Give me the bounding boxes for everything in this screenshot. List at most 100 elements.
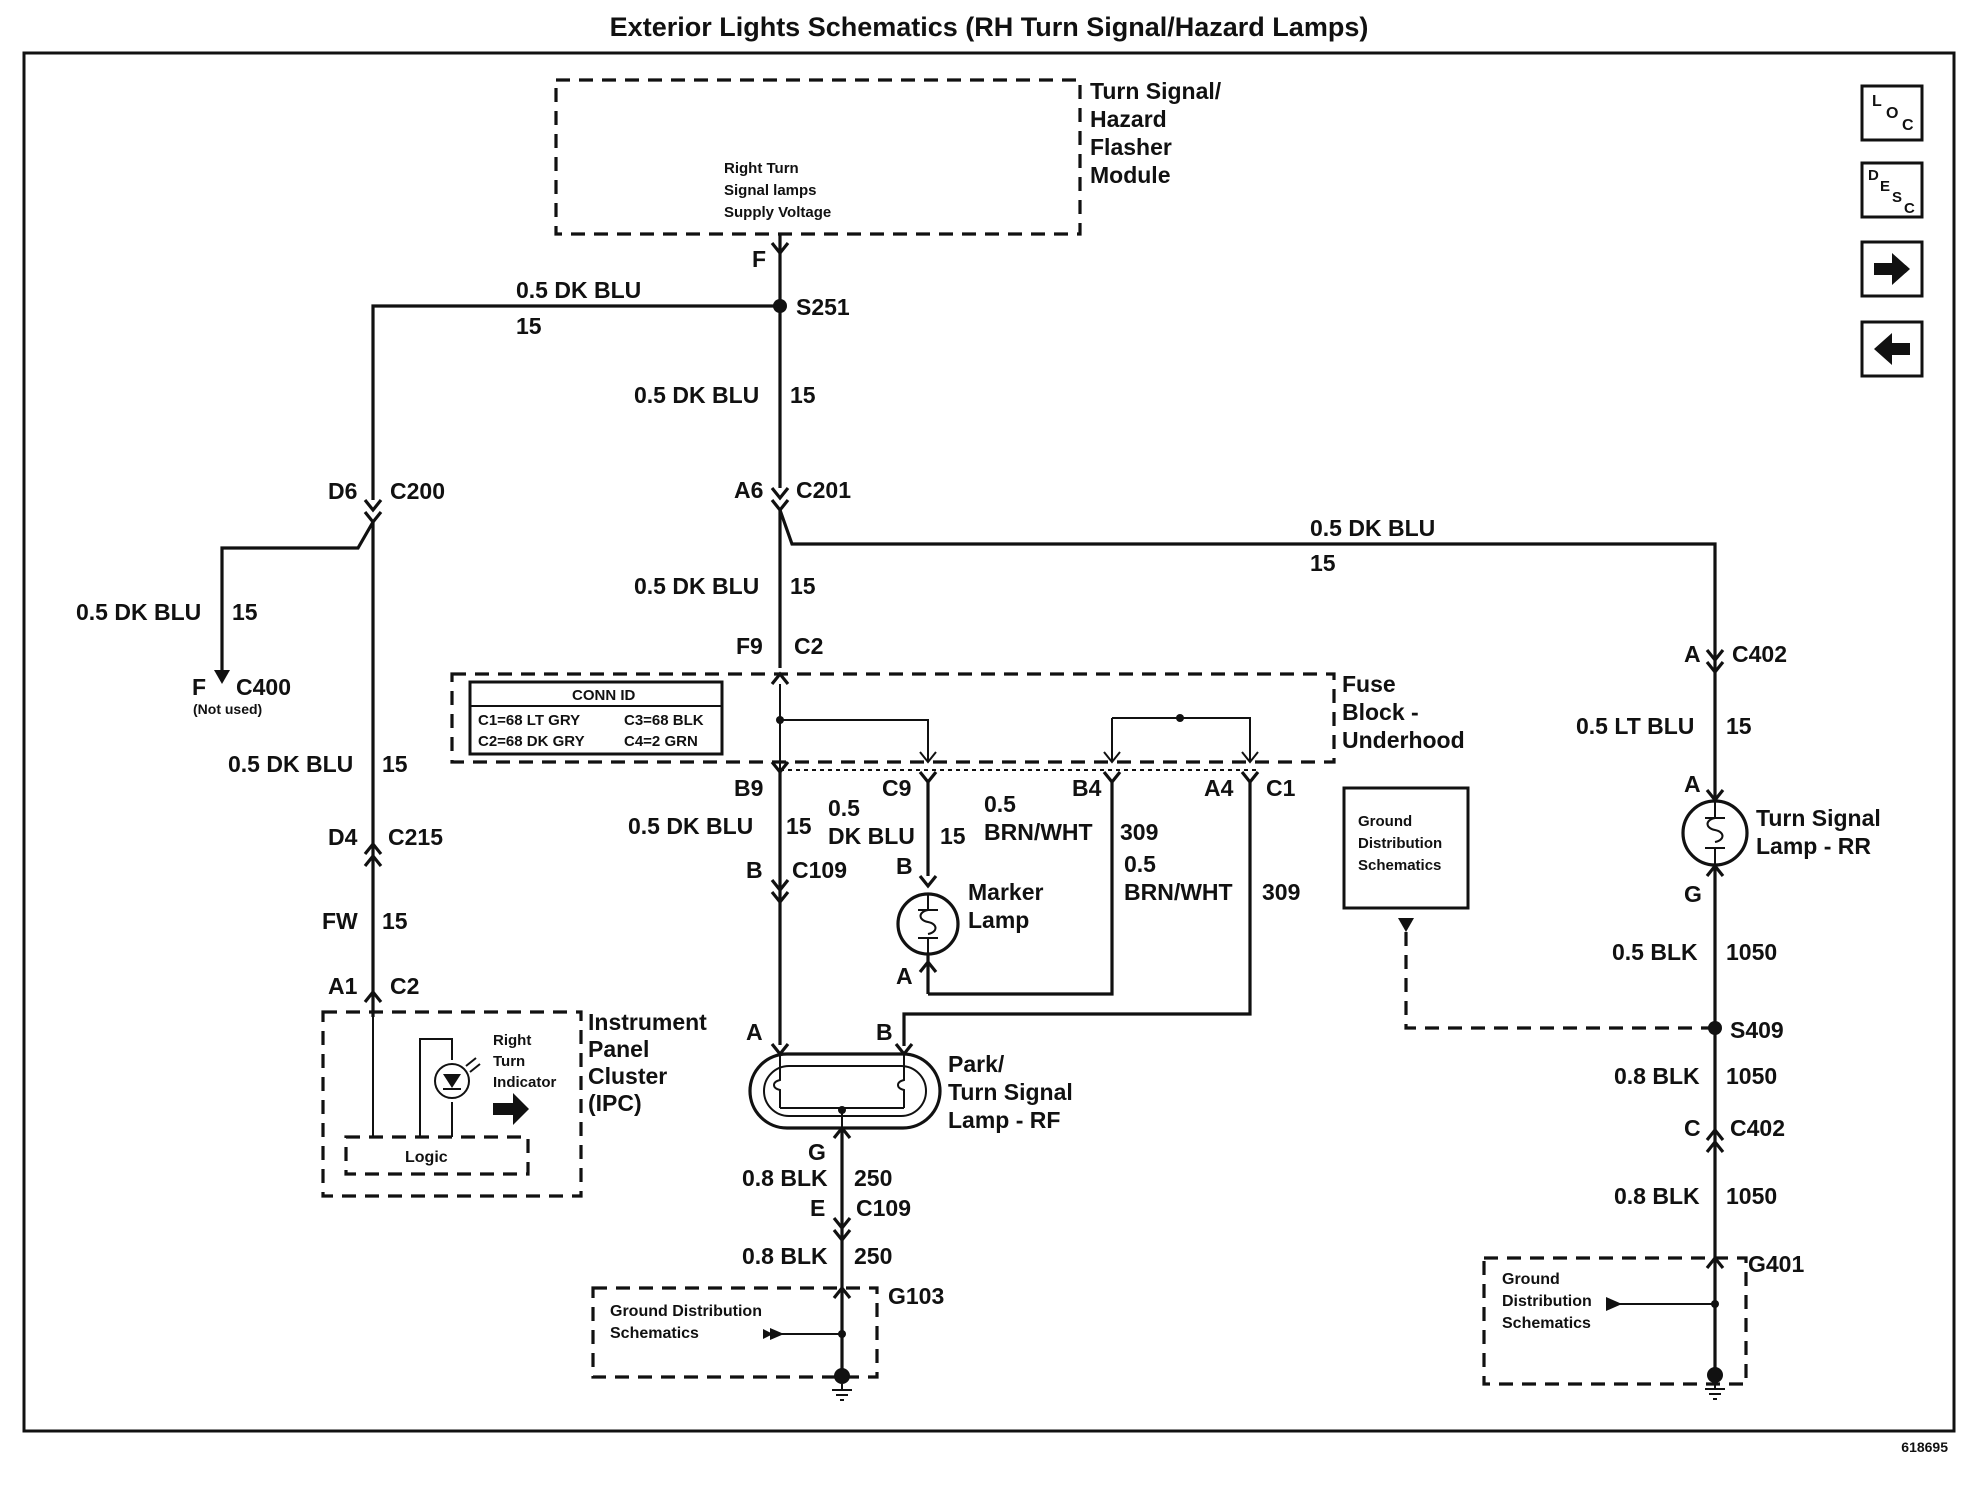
marker-lamp: Marker Lamp A — [896, 782, 1114, 996]
wire-top-left: 0.5 DK BLU 15 — [371, 277, 780, 500]
arrow-left-icon — [1874, 333, 1910, 365]
svg-text:B9: B9 — [734, 775, 763, 801]
svg-text:Schematics: Schematics — [1502, 1315, 1591, 1332]
svg-text:G: G — [1684, 881, 1702, 907]
svg-text:B: B — [876, 1019, 893, 1045]
svg-text:15: 15 — [790, 382, 816, 408]
svg-text:Distribution: Distribution — [1358, 835, 1442, 852]
svg-text:C: C — [1684, 1115, 1701, 1141]
svg-text:Right Turn: Right Turn — [724, 160, 799, 177]
ground-symbol-icon — [1707, 1367, 1723, 1383]
svg-text:A: A — [1684, 641, 1701, 667]
svg-text:F: F — [192, 674, 206, 700]
svg-text:0.5 DK BLU: 0.5 DK BLU — [628, 813, 753, 839]
svg-text:0.5 DK BLU: 0.5 DK BLU — [76, 599, 201, 625]
svg-text:15: 15 — [1726, 713, 1752, 739]
svg-text:15: 15 — [382, 751, 408, 777]
svg-text:Supply Voltage: Supply Voltage — [724, 204, 831, 221]
svg-text:309: 309 — [1262, 879, 1300, 905]
svg-text:Right: Right — [493, 1032, 531, 1049]
instrument-panel-cluster: Logic Right Turn Indicator Instrument Pa… — [321, 1009, 707, 1198]
svg-text:Instrument: Instrument — [588, 1009, 707, 1035]
svg-text:15: 15 — [516, 313, 542, 339]
svg-text:Panel: Panel — [588, 1036, 649, 1062]
svg-text:FW: FW — [322, 908, 358, 934]
svg-text:309: 309 — [1120, 819, 1158, 845]
svg-text:Indicator: Indicator — [493, 1074, 557, 1091]
svg-text:C109: C109 — [792, 857, 847, 883]
svg-text:S409: S409 — [1730, 1017, 1784, 1043]
svg-text:Signal lamps: Signal lamps — [724, 182, 817, 199]
svg-text:C1=68 LT GRY: C1=68 LT GRY — [478, 712, 580, 729]
svg-text:Hazard: Hazard — [1090, 106, 1167, 132]
svg-text:C201: C201 — [796, 477, 851, 503]
svg-text:C: C — [1902, 117, 1914, 134]
desc-button[interactable]: D E S C — [1860, 161, 1924, 219]
svg-text:A: A — [896, 963, 913, 989]
svg-text:BRN/WHT: BRN/WHT — [1124, 879, 1233, 905]
svg-text:Turn Signal: Turn Signal — [948, 1079, 1073, 1105]
svg-text:15: 15 — [940, 823, 966, 849]
svg-text:A4: A4 — [1204, 775, 1234, 801]
svg-text:0.5: 0.5 — [1124, 851, 1156, 877]
svg-text:C200: C200 — [390, 478, 445, 504]
svg-text:C2: C2 — [794, 633, 823, 659]
svg-text:Turn: Turn — [493, 1053, 525, 1070]
svg-text:A: A — [1684, 771, 1701, 797]
back-button[interactable] — [1860, 320, 1924, 378]
svg-text:0.5 BLK: 0.5 BLK — [1612, 939, 1698, 965]
ground-distribution-center: Ground Distribution Schematics — [1342, 786, 1715, 1030]
svg-text:C9: C9 — [882, 775, 911, 801]
svg-text:C2: C2 — [390, 973, 419, 999]
svg-text:0.5: 0.5 — [828, 795, 860, 821]
diagram-frame — [22, 51, 1956, 1433]
svg-text:S: S — [1892, 189, 1902, 206]
ground-distribution-g103: Ground Distribution Schematics G103 — [591, 1283, 944, 1401]
wire-rr-branch: A C402 0.5 LT BLU 15 A — [1576, 641, 1787, 803]
svg-text:C215: C215 — [388, 824, 443, 850]
loc-button[interactable]: L O C — [1860, 84, 1924, 142]
wire-a4: 0.5 BRN/WHT 309 B — [876, 782, 1300, 1057]
svg-text:Logic: Logic — [405, 1149, 448, 1166]
right-turn-arrow-icon — [493, 1093, 529, 1125]
svg-text:BRN/WHT: BRN/WHT — [984, 819, 1093, 845]
svg-text:A6: A6 — [734, 477, 763, 503]
svg-text:0.5 DK BLU: 0.5 DK BLU — [516, 277, 641, 303]
svg-text:Ground: Ground — [1358, 813, 1412, 830]
svg-text:O: O — [1886, 105, 1898, 122]
svg-text:C4=2 GRN: C4=2 GRN — [624, 733, 698, 750]
svg-text:G401: G401 — [1748, 1251, 1804, 1277]
next-button[interactable] — [1860, 240, 1924, 298]
svg-text:Distribution: Distribution — [1502, 1293, 1592, 1310]
svg-text:250: 250 — [854, 1243, 892, 1269]
indicator-bulb-icon — [434, 1063, 470, 1099]
page-title: Exterior Lights Schematics (RH Turn Sign… — [610, 12, 1369, 42]
park-turn-signal-lamp-rf: Park/ Turn Signal Lamp - RF — [748, 1051, 1073, 1133]
svg-text:15: 15 — [382, 908, 408, 934]
svg-text:Lamp - RR: Lamp - RR — [1756, 833, 1871, 859]
svg-text:G: G — [808, 1139, 826, 1165]
fuse-block-underhood: F9 C2 CONN ID C1=68 LT GRY C3=68 BLK C2=… — [450, 633, 1465, 771]
svg-text:S251: S251 — [796, 294, 850, 320]
svg-text:D: D — [1868, 167, 1879, 184]
svg-text:Block -: Block - — [1342, 699, 1419, 725]
svg-text:0.8 BLK: 0.8 BLK — [1614, 1063, 1700, 1089]
svg-text:1050: 1050 — [1726, 939, 1777, 965]
svg-text:F: F — [752, 246, 766, 272]
svg-text:Lamp: Lamp — [968, 907, 1029, 933]
svg-text:Turn Signal/: Turn Signal/ — [1090, 78, 1222, 104]
svg-text:250: 250 — [854, 1165, 892, 1191]
svg-text:0.5 DK BLU: 0.5 DK BLU — [1310, 515, 1435, 541]
arrow-right-icon — [1874, 253, 1910, 285]
flasher-module: Right Turn Signal lamps Supply Voltage T… — [554, 78, 1222, 272]
svg-text:B: B — [746, 857, 763, 883]
svg-text:E: E — [1880, 178, 1890, 195]
svg-text:(Not used): (Not used) — [193, 701, 262, 717]
svg-text:L: L — [1872, 93, 1882, 110]
svg-text:15: 15 — [790, 573, 816, 599]
svg-text:0.5: 0.5 — [984, 791, 1016, 817]
svg-text:Underhood: Underhood — [1342, 727, 1465, 753]
svg-text:C402: C402 — [1730, 1115, 1785, 1141]
svg-text:Ground Distribution: Ground Distribution — [610, 1303, 762, 1320]
